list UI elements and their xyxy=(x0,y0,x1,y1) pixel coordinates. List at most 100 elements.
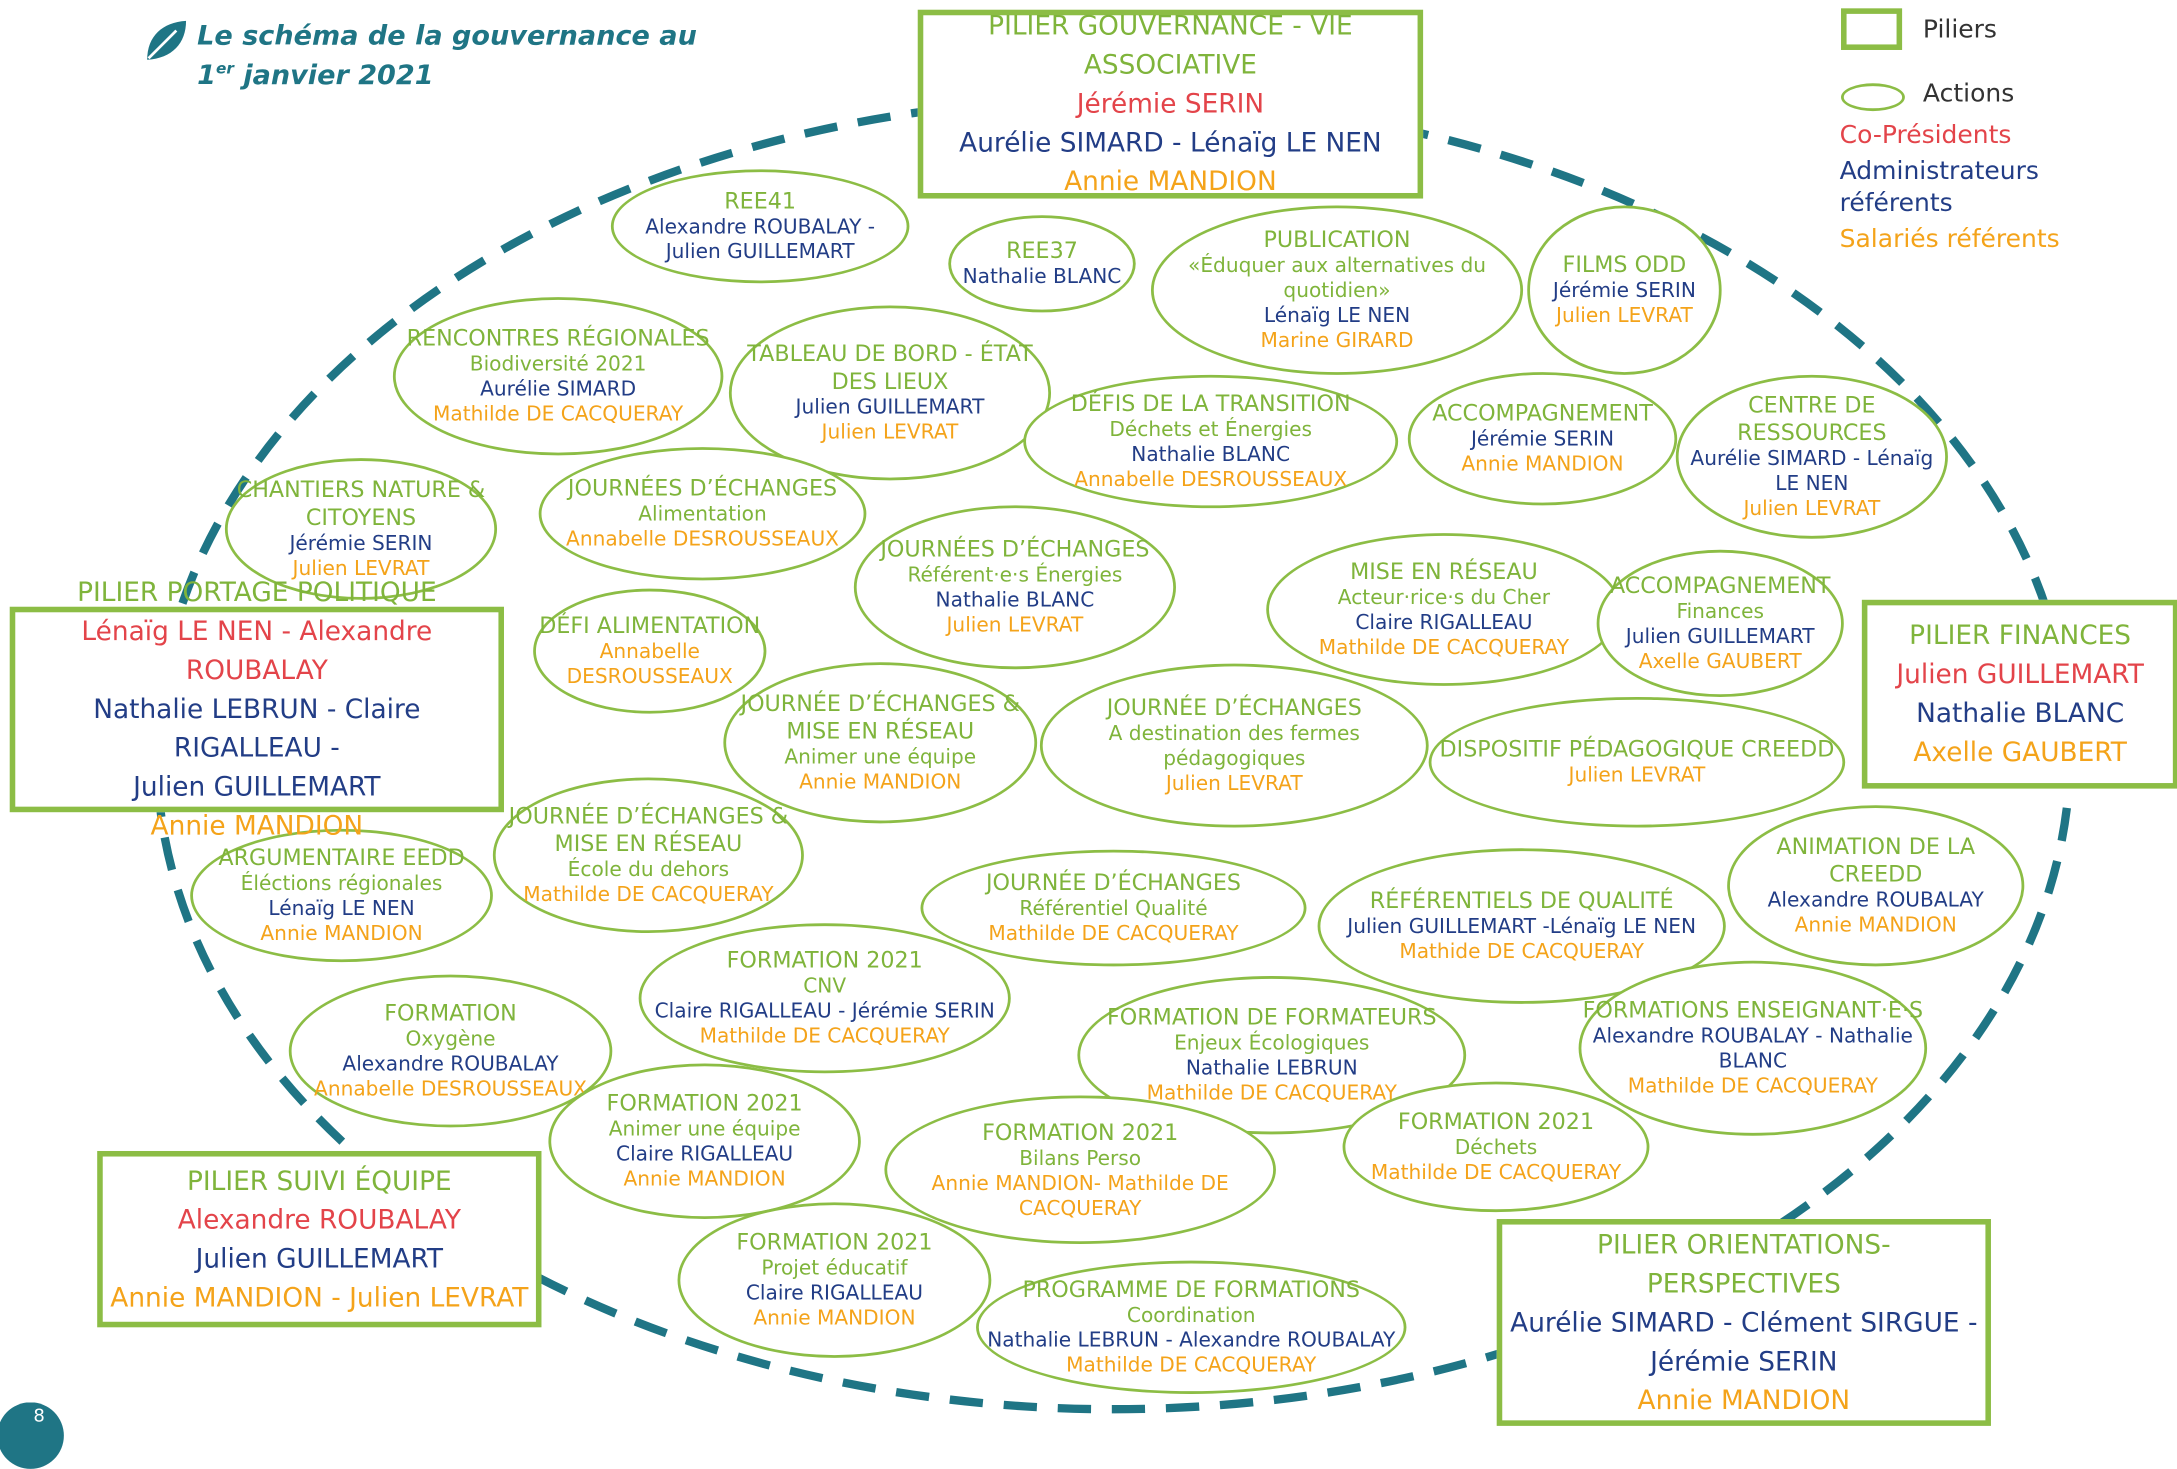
action-line: Julien LEVRAT xyxy=(1165,773,1303,796)
action-line: LE NEN xyxy=(1775,473,1849,496)
action-title: TABLEAU DE BORD - ÉTAT DES LIEUX xyxy=(747,340,1033,395)
action-line: Jérémie SERIN xyxy=(1552,280,1696,303)
action-line: Acteur·rice·s du Cher xyxy=(1337,587,1551,610)
action-line: Marine GIRARD xyxy=(1260,330,1414,353)
action-line: Mathilde DE CACQUERAY xyxy=(1066,1355,1317,1378)
action-title: FORMATION 2021 xyxy=(726,946,923,974)
page-number: 8 xyxy=(33,1406,45,1428)
action-title: RÉFÉRENTIELS DE QUALITÉ xyxy=(1369,887,1674,914)
action-line: École du dehors xyxy=(567,859,730,882)
action-title: FILMS ODD xyxy=(1562,251,1687,278)
action-line: Référent·e·s Énergies xyxy=(907,565,1123,588)
page-number-badge: 8 xyxy=(0,1402,64,1469)
action-title: PUBLICATION xyxy=(1263,226,1411,253)
action-line: Coordination xyxy=(1126,1305,1256,1328)
action-line: pédagogiques xyxy=(1163,748,1306,771)
action-line: Annabelle DESROUSSEAUX xyxy=(1074,469,1348,492)
pillar-title: PILIER GOUVERNANCE - VIE ASSOCIATIVE xyxy=(988,11,1353,81)
pillar-line: Julien GUILLEMART xyxy=(133,771,381,803)
action-title: DISPOSITIF PÉDAGOGIQUE CREEDD xyxy=(1439,735,1835,763)
pillar-line: Aurélie SIMARD - Lénaïg LE NEN xyxy=(959,127,1382,159)
action-title: DÉFI ALIMENTATION xyxy=(539,612,761,639)
title-line1: Le schéma de la gouvernance au xyxy=(197,19,697,52)
action-line: Oxygène xyxy=(405,1028,496,1052)
action-line: Annabelle DESROUSSEAUX xyxy=(566,528,839,552)
action-title: ARGUMENTAIRE EEDD xyxy=(218,844,465,871)
action-line: BLANC xyxy=(1718,1051,1788,1074)
action-line: Julien LEVRAT xyxy=(946,615,1084,638)
action-line: Nathalie LEBRUN xyxy=(1185,1057,1358,1081)
pillar-line: Annie MANDION xyxy=(1637,1384,1851,1416)
pillar-line: Annie MANDION - Julien LEVRAT xyxy=(110,1282,529,1313)
action-line: Annabelle xyxy=(599,641,700,664)
pillar-line: Julien GUILLEMART xyxy=(195,1243,444,1274)
action-line: Mathilde DE CACQUERAY xyxy=(1627,1076,1878,1099)
legend-action-swatch xyxy=(1841,83,1905,112)
action-title: ACCOMPAGNEMENT xyxy=(1432,399,1653,427)
action-line: Mathilde DE CACQUERAY xyxy=(699,1026,950,1049)
action-line: quotidien» xyxy=(1283,280,1391,303)
action-line: Claire RIGALLEAU xyxy=(1355,612,1533,635)
action-title: CHANTIERS NATURE & CITOYENS xyxy=(236,476,486,531)
action-line: Julien GUILLEMART xyxy=(1625,626,1815,649)
action-title: REE37 xyxy=(1006,237,1078,264)
action-line: Mathide DE CACQUERAY xyxy=(1399,941,1644,964)
pillar-title: PILIER SUIVI ÉQUIPE xyxy=(186,1165,452,1197)
action-line: Julien GUILLEMART -Lénaïg LE NEN xyxy=(1347,916,1697,939)
pillar-line: Annie MANDION xyxy=(1064,166,1277,198)
legend-pillar-swatch xyxy=(1841,8,1903,50)
action-line: Julien GUILLEMART xyxy=(665,241,855,264)
action-line: Aurélie SIMARD - Lénaïg xyxy=(1690,448,1934,471)
title-day: 1 xyxy=(197,59,217,91)
action-line: Julien LEVRAT xyxy=(1743,498,1881,521)
action-line: Mathilde DE CACQUERAY xyxy=(1370,1162,1622,1185)
action-line: Claire RIGALLEAU - Jérémie SERIN xyxy=(654,1001,995,1024)
action-line: Claire RIGALLEAU xyxy=(616,1144,794,1167)
action-title: DÉFIS DE LA TRANSITION xyxy=(1070,390,1351,417)
action-line: Nathalie BLANC xyxy=(962,266,1122,289)
action-line: Mathilde DE CACQUERAY xyxy=(1318,637,1570,660)
action-line: Annie MANDION xyxy=(1794,914,1957,938)
action-line: Enjeux Écologiques xyxy=(1174,1032,1370,1056)
action-line: Alexandre ROUBALAY - xyxy=(645,216,876,239)
pillar-title: PILIER PORTAGE POLITIQUE xyxy=(77,577,437,609)
action-line: DESROUSSEAUX xyxy=(566,666,733,689)
action-title: JOURNÉE D’ÉCHANGES & MISE EN RÉSEAU xyxy=(508,802,789,857)
pillar-line: Jérémie SERIN xyxy=(1076,88,1265,120)
legend-referents: référents xyxy=(1839,188,1953,218)
action-line: Annabelle DESROUSSEAUX xyxy=(314,1078,587,1102)
action-title: FORMATION 2021 xyxy=(982,1118,1179,1145)
pillar-line: Lénaïg LE NEN - Alexandre ROUBALAY xyxy=(81,616,433,686)
action-title: ACCOMPAGNEMENT xyxy=(1609,572,1831,599)
legend-actions-label: Actions xyxy=(1922,79,2015,109)
pillar-line: Alexandre ROUBALAY xyxy=(177,1204,461,1235)
action-title: FORMATIONS ENSEIGNANT·E·S xyxy=(1582,996,1924,1024)
